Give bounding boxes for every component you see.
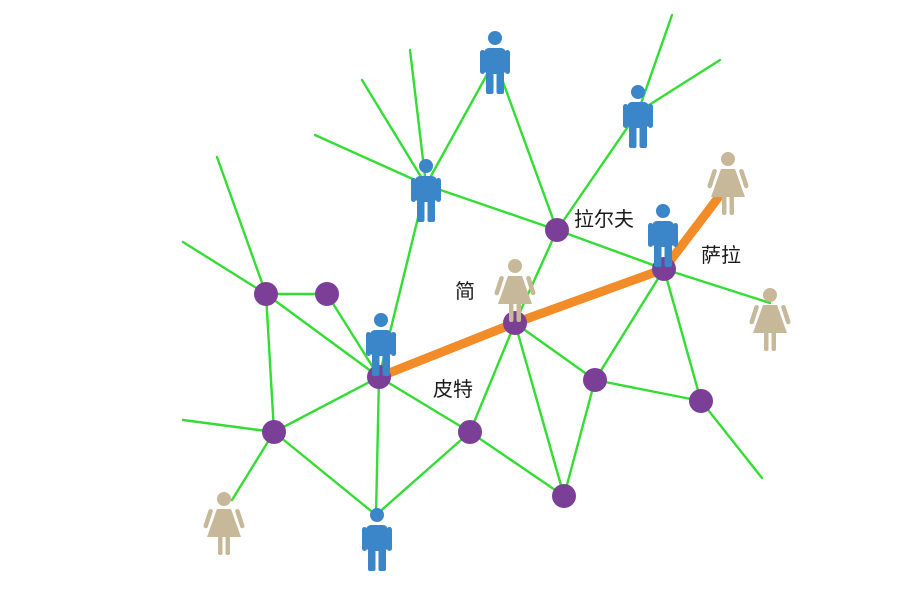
node (262, 420, 286, 444)
label-ralph: 拉尔夫 (574, 207, 634, 231)
edge (181, 240, 268, 296)
node-ralph (545, 218, 569, 242)
male-person-icon (362, 508, 392, 571)
label-jane: 简 (455, 279, 475, 303)
edge (513, 228, 559, 325)
node (552, 484, 576, 508)
edge (264, 292, 276, 434)
male-person-icon (480, 31, 510, 94)
network-edges (181, 13, 772, 517)
node (583, 368, 607, 392)
edge (562, 378, 597, 498)
female-person-icon (202, 492, 246, 555)
edge (424, 58, 497, 187)
edge (699, 399, 764, 480)
edge (662, 267, 772, 305)
edge (264, 292, 381, 379)
edge (493, 58, 559, 232)
edge (468, 430, 566, 498)
edge (181, 418, 276, 434)
edge (636, 13, 674, 114)
edge (662, 267, 703, 403)
highlighted-path (374, 185, 729, 382)
edge (374, 375, 381, 517)
edge (424, 183, 559, 232)
edge (513, 321, 597, 382)
node (689, 389, 713, 413)
label-pete: 皮特 (433, 377, 473, 401)
male-person-icon (623, 85, 653, 148)
edge (593, 378, 703, 403)
node-jane (503, 311, 527, 335)
node (315, 282, 339, 306)
edge (360, 78, 428, 187)
edge (215, 155, 268, 296)
edge (555, 110, 640, 232)
people (202, 31, 792, 571)
edge (593, 267, 666, 382)
edge (513, 321, 566, 498)
edge (272, 375, 381, 434)
label-sarah: 萨拉 (701, 243, 741, 267)
edge (636, 58, 722, 114)
edge (377, 375, 472, 434)
edge (313, 133, 428, 187)
node (458, 420, 482, 444)
edge (468, 321, 517, 434)
edge (272, 430, 378, 517)
edge (230, 430, 276, 502)
edge (374, 430, 472, 517)
path-line (374, 185, 729, 382)
node (254, 282, 278, 306)
edge (555, 228, 666, 271)
edge (325, 292, 381, 379)
